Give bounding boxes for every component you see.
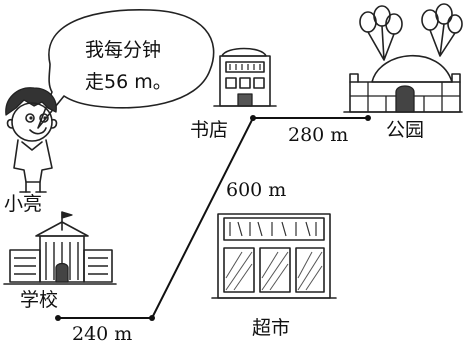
label-supermarket: 超市: [252, 317, 290, 339]
boy-figure: [5, 87, 58, 193]
park-point: [365, 115, 371, 121]
speech-line-1: 我每分钟: [85, 39, 161, 61]
distance-bookstore-park: 280 m: [288, 124, 348, 146]
speech-line-2: 走56 m。: [85, 71, 172, 93]
label-boy: 小亮: [4, 193, 42, 215]
label-school: 学校: [20, 289, 58, 311]
bookstore-building: [213, 47, 277, 107]
school-building: [3, 211, 117, 285]
bookstore-point: [250, 115, 256, 121]
distance-school-turn: 240 m: [72, 323, 132, 342]
label-park: 公园: [386, 119, 424, 141]
turn-point: [149, 315, 155, 321]
park-building: [343, 3, 463, 113]
label-bookstore: 书店: [190, 119, 228, 141]
speech-bubble: [37, 8, 215, 129]
route-path: [55, 115, 371, 321]
balloons-icon: [359, 3, 463, 61]
distance-turn-bookstore: 600 m: [226, 179, 286, 201]
supermarket-building: [211, 213, 337, 299]
school-point: [55, 315, 61, 321]
